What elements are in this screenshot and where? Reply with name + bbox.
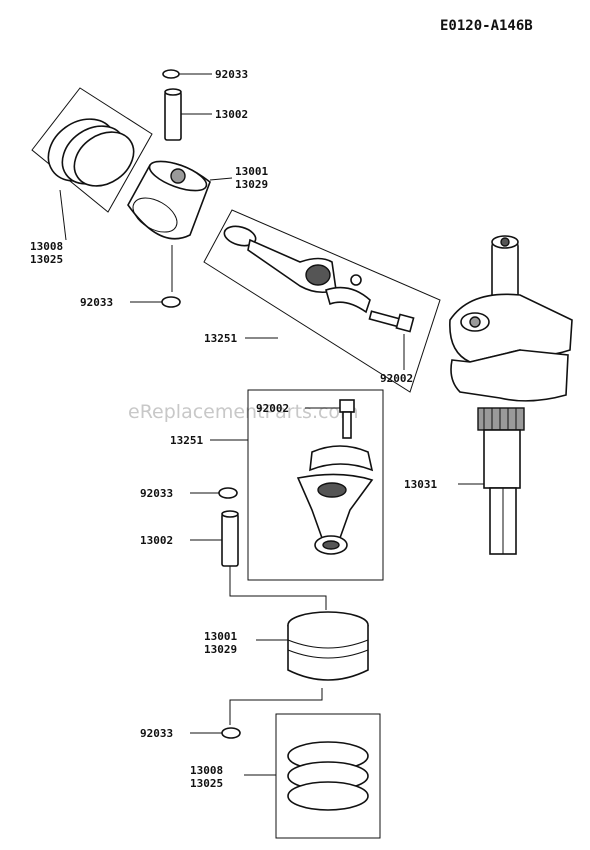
lower-conrod bbox=[296, 445, 374, 555]
upper-circlip-bottom bbox=[130, 296, 181, 308]
upper-piston-pin bbox=[164, 88, 212, 141]
label-lower-rings-a: 13008 bbox=[190, 764, 223, 777]
label-crankshaft: 13031 bbox=[404, 478, 437, 491]
label-upper-piston-a: 13001 bbox=[235, 165, 268, 178]
label-lower-conrod-bolt: 92002 bbox=[256, 402, 289, 415]
label-upper-piston-b: 13029 bbox=[235, 178, 268, 191]
lower-circlip-top bbox=[190, 487, 238, 499]
label-lower-piston-a: 13001 bbox=[204, 630, 237, 643]
label-lower-circlip-bottom: 92033 bbox=[140, 727, 173, 740]
label-upper-rings-a: 13008 bbox=[30, 240, 63, 253]
upper-piston bbox=[127, 160, 233, 292]
label-lower-circlip-top: 92033 bbox=[140, 487, 173, 500]
lower-conrod-frame bbox=[210, 389, 384, 581]
label-upper-rings-b: 13025 bbox=[30, 253, 63, 266]
label-upper-conrod: 13251 bbox=[204, 332, 237, 345]
label-upper-circlip-top: 92033 bbox=[215, 68, 248, 81]
lower-circlip-bottom bbox=[190, 727, 241, 739]
label-upper-conrod-bolt: 92002 bbox=[380, 372, 413, 385]
label-lower-piston-b: 13029 bbox=[204, 643, 237, 656]
label-upper-circlip-bottom: 92033 bbox=[80, 296, 113, 309]
lower-piston-pin bbox=[190, 510, 327, 610]
crankshaft bbox=[449, 235, 573, 555]
upper-rings-frame bbox=[31, 87, 153, 241]
label-upper-piston-pin: 13002 bbox=[215, 108, 248, 121]
upper-conrod-bolt bbox=[368, 310, 415, 370]
upper-conrod-frame bbox=[203, 209, 441, 393]
diagram-code: E0120-A146B bbox=[440, 18, 533, 34]
label-lower-rings-b: 13025 bbox=[190, 777, 223, 790]
upper-conrod bbox=[223, 225, 371, 314]
upper-circlip-top bbox=[162, 69, 212, 79]
label-lower-conrod: 13251 bbox=[170, 434, 203, 447]
lower-rings-frame bbox=[244, 713, 381, 839]
lower-piston bbox=[229, 611, 369, 725]
lower-conrod-bolt bbox=[305, 399, 355, 439]
label-lower-piston-pin: 13002 bbox=[140, 534, 173, 547]
watermark: eReplacementParts.com bbox=[128, 401, 359, 423]
